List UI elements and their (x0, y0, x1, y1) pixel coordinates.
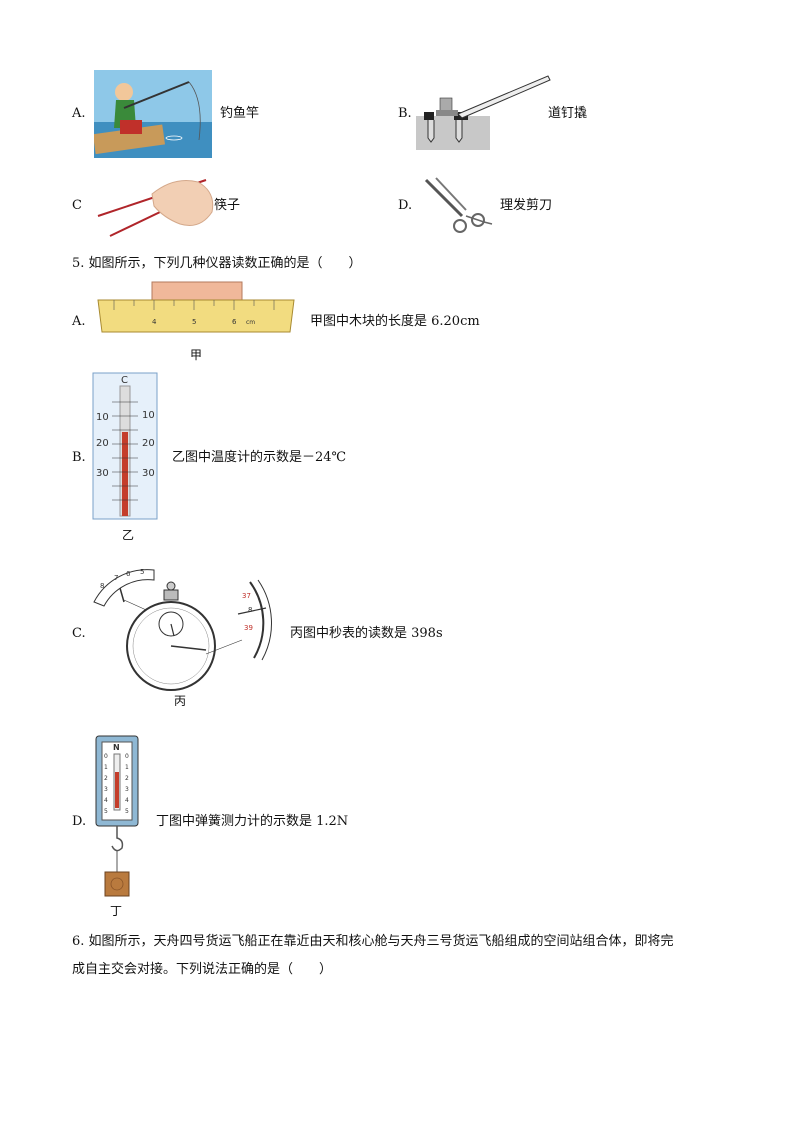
spring-scale-figure: N 0 1 2 3 4 5 0 1 2 3 4 5 (95, 735, 139, 897)
stopwatch-min-6: 6 (126, 570, 131, 578)
scale-tick-3-right: 3 (125, 786, 129, 793)
thermo-right-20: 20 (142, 438, 155, 449)
thermo-left-10: 10 (96, 412, 109, 423)
scissors-image (424, 177, 493, 233)
option-c-label: 筷子 (214, 198, 241, 213)
q5-option-a-letter: A. (72, 314, 86, 329)
scale-tick-5-right: 5 (125, 808, 129, 815)
ruler-figure: 4 5 6 cm (97, 281, 295, 333)
ruler-tick-4: 4 (152, 318, 157, 326)
option-c-letter: C (72, 198, 82, 213)
option-a-letter: A. (72, 106, 86, 121)
option-b-letter: B. (398, 106, 412, 121)
thermo-unit: C (121, 375, 128, 386)
q6-line-1: 6. 如图所示，天舟四号货运飞船正在靠近由天和核心舱与天舟三号货运飞船组成的空间… (72, 934, 674, 949)
scale-tick-1: 1 (104, 764, 108, 771)
stopwatch-min-7: 7 (114, 574, 118, 582)
ruler-tick-6: 6 (232, 318, 237, 326)
scale-tick-1-right: 1 (125, 764, 129, 771)
option-a-label: 钓鱼竿 (220, 106, 260, 121)
stopwatch-sec-8: 8 (248, 606, 252, 614)
ruler-unit: cm (246, 319, 255, 326)
caption-yi: 乙 (122, 528, 135, 542)
thermo-left-30: 30 (96, 468, 109, 479)
thermo-left-20: 20 (96, 438, 109, 449)
caption-bing: 丙 (174, 694, 187, 708)
q5-option-b-letter: B. (72, 450, 86, 465)
thermometer-figure: C 10 10 20 20 30 30 (92, 372, 158, 520)
rail-spike-crowbar-image (416, 75, 551, 150)
option-b-label: 道钉撬 (548, 106, 588, 121)
q5-option-d-text: 丁图中弹簧测力计的示数是 1.2N (156, 814, 349, 829)
fishing-rod-image (94, 70, 212, 158)
scale-tick-3: 3 (104, 786, 108, 793)
scale-tick-2: 2 (104, 775, 108, 782)
scale-tick-4: 4 (104, 797, 108, 804)
stopwatch-sec-37: 37 (242, 592, 251, 600)
thermo-right-10: 10 (142, 410, 155, 421)
q5-option-b-text: 乙图中温度计的示数是－24℃ (172, 450, 347, 465)
ruler-tick-5: 5 (192, 318, 196, 326)
caption-jia: 甲 (190, 348, 203, 362)
caption-ding: 丁 (110, 904, 123, 918)
scale-tick-4-right: 4 (125, 797, 129, 804)
scale-tick-0-right: 0 (125, 753, 129, 760)
scale-tick-2-right: 2 (125, 775, 129, 782)
q5-option-a-text: 甲图中木块的长度是 6.20cm (310, 314, 480, 329)
stopwatch-sec-39: 39 (244, 624, 253, 632)
stopwatch-figure: 8 7 6 5 37 8 39 (93, 568, 272, 691)
q5-option-c-letter: C. (72, 626, 86, 641)
thermo-right-30: 30 (142, 468, 155, 479)
q6-line-2: 成自主交会对接。下列说法正确的是（ ） (72, 962, 333, 977)
option-d-letter: D. (398, 198, 413, 213)
q5-option-d-letter: D. (72, 814, 87, 829)
stopwatch-min-5: 5 (140, 568, 144, 576)
q5-stem: 5. 如图所示，下列几种仪器读数正确的是（ ） (72, 256, 362, 271)
scale-tick-0: 0 (104, 753, 108, 760)
chopsticks-image (97, 179, 214, 237)
scale-unit: N (113, 743, 120, 752)
scale-tick-5: 5 (104, 808, 108, 815)
stopwatch-min-8: 8 (100, 582, 104, 590)
q5-option-c-text: 丙图中秒表的读数是 398s (290, 626, 443, 641)
option-d-label: 理发剪刀 (500, 198, 553, 213)
